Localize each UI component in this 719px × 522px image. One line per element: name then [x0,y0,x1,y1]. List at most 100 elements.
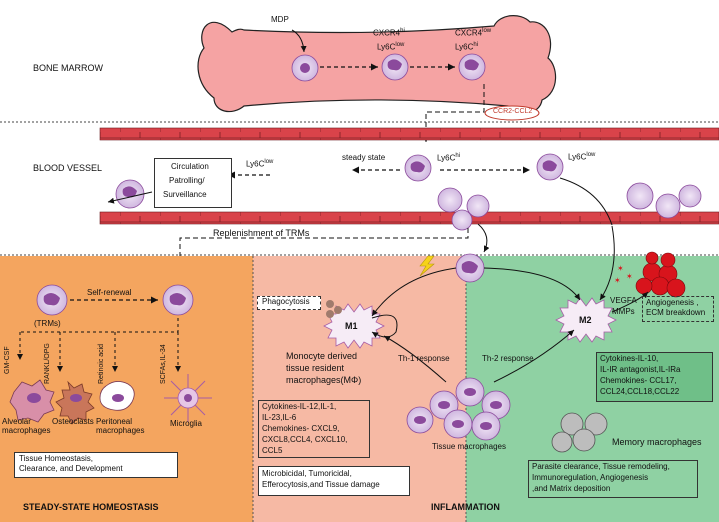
steady-function-box: Tissue Homeostasis, Clearance, and Devel… [14,452,178,478]
mono-line-2: tissue resident [286,363,345,373]
mono-line-1: Monocyte derived [286,351,358,361]
nucleus-icon [122,186,137,198]
m1-function-box: Microbicidal, Tumoricidal, Efferocytosis… [258,466,410,496]
phagocytosis-label: Phagocytosis [262,297,310,306]
extravasating-cell [437,187,463,213]
star-particles: ✶ ✶ ✶ [614,264,633,285]
particle-icon [326,310,334,318]
phagocytosis-box: Phagocytosis [257,296,321,310]
circ-line: Circulation [171,162,209,171]
angio-line: ECM breakdown [646,308,706,317]
down-arrow [477,223,490,253]
to-m2-arrow-2 [493,329,575,383]
monocyte-cell [678,184,702,208]
th2-label: Th-2 response [482,354,534,363]
m2-cytokine-box: Cytokines-IL-10, IL-IR antagonist,IL-IRa… [596,352,713,402]
m2-function-box: Parasite clearance, Tissue remodeling, I… [528,460,698,498]
angio-line: Angiogenesis , [646,298,699,307]
self-loop-arrow [371,314,398,338]
to-angio-arrow [611,291,649,313]
mmps-label: MMPs [612,307,635,316]
nucleus-icon [387,59,402,71]
circulation-box: Circulation Patrolling/ Surveillance [154,158,232,208]
low-to-m2-arrow [599,225,615,301]
ccr2-ccl2-label: CCR2-CCL2 [493,108,533,115]
bone-marrow-label: BONE MARROW [33,63,104,73]
svg-text:✶: ✶ [617,264,624,273]
nucleus-icon [43,292,60,306]
replenish-arrow [177,228,469,262]
m2-function-line: Immunoregulation, Angiogenesis [532,473,649,482]
osteoclast [55,380,95,425]
extravasating-cell [466,194,490,218]
m1-label: M1 [345,321,358,331]
to-m2-arrow [483,267,581,301]
ccr2-badge [484,105,540,121]
svg-text:✶: ✶ [614,276,621,285]
low-path [559,177,613,226]
nucleus-icon [112,394,124,402]
mdp-arrow [291,29,307,53]
m2-cytokine-line: Cytokines-IL-10, [600,354,659,363]
ly6c-low-label: Ly6Clow [377,42,405,52]
particle-icon [334,306,342,314]
nucleus-icon [300,63,310,73]
trms-label: (TRMs) [34,319,61,328]
ly6c-hi-vessel-label: Ly6Chi [437,153,461,163]
m1-cytokine-line: Cytokines-IL-12,IL-1, [262,402,337,411]
nucleus-icon [410,161,425,173]
extravasating-cell [451,209,473,231]
m1-cytokine-line: Chemokines- CXCL9, [262,424,340,433]
nucleus-icon [70,394,82,402]
vessel-wall-top [99,127,719,141]
osteoclasts-label: Osteoclasts [52,417,94,426]
blood-vessel-label: BLOOD VESSEL [33,163,103,173]
m1-cytokine-line: CCL5 [262,446,283,455]
nucleus-icon [464,59,479,71]
circ-line: Surveillance [163,190,207,199]
microglia [164,374,212,422]
m2-function-line: Parasite clearance, Tissue remodeling, [532,462,670,471]
ly6c-hi-label: Ly6Chi [455,42,479,52]
factor-rankl: RANKL/OPG [44,343,51,384]
ccr2-arrow [423,84,485,142]
particle-icon [326,300,334,308]
inflammation-title: INFLAMMATION [431,502,500,512]
monocyte-cell [655,193,681,219]
m2-label: M2 [579,315,592,325]
factor-gm-csf: GM-CSF [4,346,11,374]
memory-macrophages-label: Memory macrophages [612,437,702,447]
memory-macrophage-cluster [551,412,608,453]
red-blood-cell-cluster [635,251,686,298]
exit-arrow [107,191,153,204]
m2-function-line: ,and Matrix deposition [532,484,611,493]
steady-title: STEADY-STATE HOMEOSTASIS [23,502,159,512]
ly6c-low-vessel-label: Ly6Clow [246,159,274,169]
peritoneal-label: Peritoneal macrophages [96,417,145,435]
th1-label: Th-1 response [398,354,450,363]
to-m1-arrow-2 [383,335,447,383]
angio-box: Angiogenesis , ECM breakdown [642,296,714,322]
factor-scfas: SCFAs,IL-34 [160,344,167,384]
steady-state-label: steady state [342,153,386,162]
factor-retinoic: Retinoic acid [98,343,105,384]
vessel-wall-bottom [99,211,719,225]
m1-function-line: Efferocytosis,and Tissue damage [262,480,380,489]
svg-text:✶: ✶ [626,272,633,281]
circ-line: Patrolling/ [169,176,205,185]
m2-cytokine-line: IL-IR antagonist,IL-IRa [600,365,681,374]
tissue-macrophage-cluster [406,377,511,441]
monocyte-cell [626,182,654,210]
steady-function-line: Clearance, and Development [19,464,123,473]
microglia-label: Microglia [170,419,203,428]
m1-function-line: Microbicidal, Tumoricidal, [262,469,352,478]
mdp-label: MDP [271,15,289,24]
ly6c-low-right-label: Ly6Clow [568,152,596,162]
tissue-macrophages-label: Tissue macrophages [432,442,506,451]
vegfa-label: VEGFA [610,296,637,305]
nucleus-icon [27,393,41,403]
cxcr4-low-label: CXCR4low [455,28,492,38]
steady-function-line: Tissue Homeostasis, [19,454,93,463]
replenishment-label: Replenishment of TRMs [213,228,310,238]
